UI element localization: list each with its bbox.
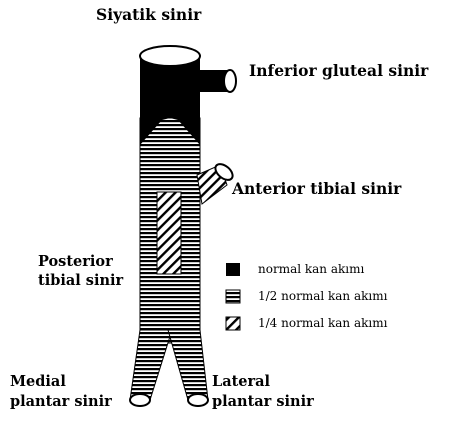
legend-swatch-solid xyxy=(226,263,240,276)
label-anterior-tibial-nerve: Anterior tibial sinir xyxy=(232,180,401,198)
label-medial-plantar-line1: Medial xyxy=(10,374,66,391)
legend-swatch-horizontal xyxy=(226,290,240,303)
legend-label-half: 1/2 normal kan akımı xyxy=(258,289,387,303)
legend-label-normal: normal kan akımı xyxy=(258,262,364,276)
label-lateral-plantar-line2: plantar sinir xyxy=(212,394,314,411)
legend-label-quarter: 1/4 normal kan akımı xyxy=(258,316,387,330)
label-lateral-plantar-line1: Lateral xyxy=(212,374,270,391)
label-posterior-tibial-line1: Posterior xyxy=(38,254,113,271)
anterior-tibial-branch xyxy=(197,161,236,204)
legend-swatch-diagonal xyxy=(226,317,240,330)
label-posterior-tibial-line2: tibial sinir xyxy=(38,273,123,290)
label-inferior-gluteal-nerve: Inferior gluteal sinir xyxy=(249,62,428,80)
posterior-tibial-strip xyxy=(157,192,181,274)
label-medial-plantar-line2: plantar sinir xyxy=(10,394,112,411)
label-sciatic-nerve: Siyatik sinir xyxy=(96,6,201,24)
legend-swatches xyxy=(226,263,240,330)
